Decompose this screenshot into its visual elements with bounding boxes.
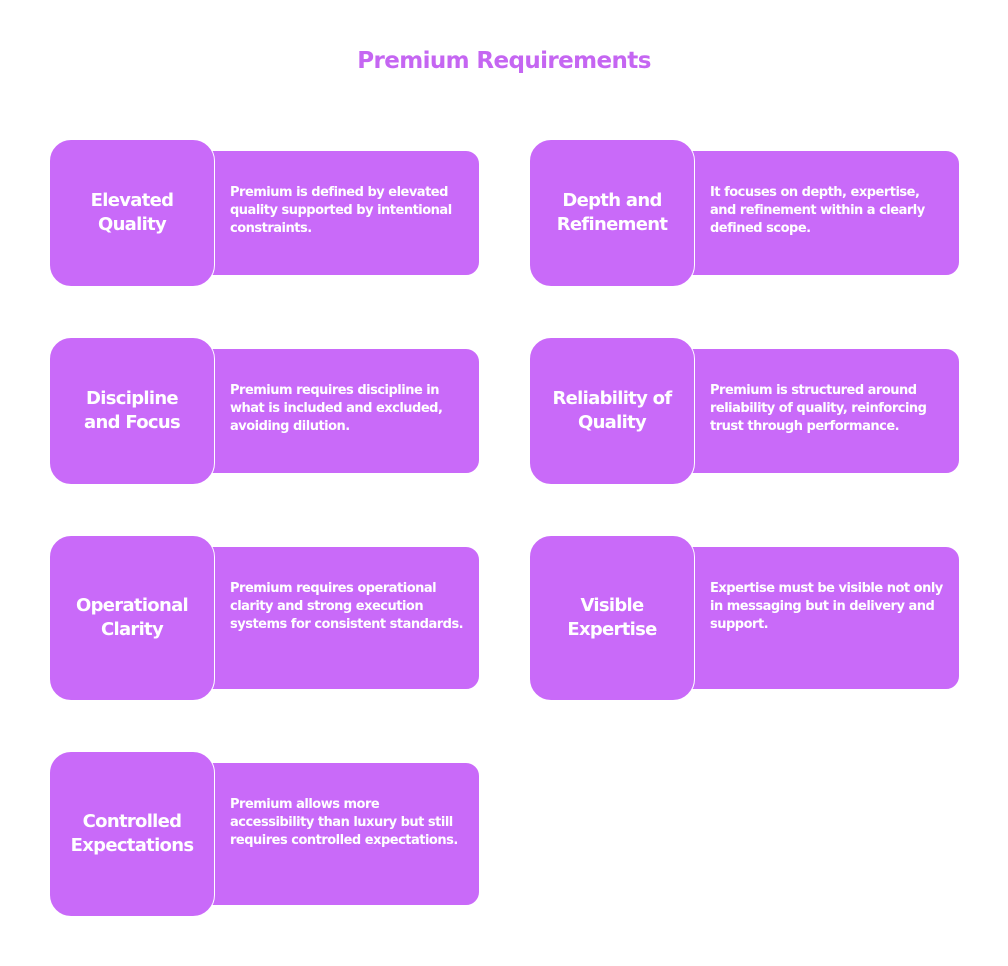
card-title-box: Reliability of Quality (529, 337, 695, 485)
card-elevated-quality: Premium is defined by elevated quality s… (49, 139, 481, 287)
card-description: Premium is structured around reliability… (710, 383, 927, 434)
card-description: Expertise must be visible not only in me… (710, 581, 943, 632)
card-discipline-and-focus: Premium requires discipline in what is i… (49, 337, 481, 485)
card-description-box: Premium requires discipline in what is i… (199, 348, 480, 474)
card-title-box: Controlled Expectations (49, 751, 215, 917)
card-description-box: Premium allows more accessibility than l… (199, 762, 480, 906)
card-title: Visible Expertise (567, 595, 657, 640)
card-title: Reliability of Quality (552, 388, 673, 433)
card-title-box: Operational Clarity (49, 535, 215, 701)
card-description-box: Expertise must be visible not only in me… (679, 546, 960, 690)
card-title: Discipline and Focus (84, 388, 181, 433)
card-title: Elevated Quality (90, 190, 174, 235)
card-description: Premium requires operational clarity and… (230, 581, 464, 632)
card-title-box: Depth and Refinement (529, 139, 695, 287)
card-operational-clarity: Premium requires operational clarity and… (49, 535, 481, 701)
card-title: Depth and Refinement (556, 190, 668, 235)
card-title: Controlled Expectations (70, 811, 194, 856)
card-reliability-of-quality: Premium is structured around reliability… (529, 337, 961, 485)
card-title: Operational Clarity (76, 595, 189, 640)
card-description: Premium allows more accessibility than l… (230, 797, 458, 848)
page-title: Premium Requirements (357, 48, 651, 74)
card-title-box: Elevated Quality (49, 139, 215, 287)
card-description-box: Premium is structured around reliability… (679, 348, 960, 474)
card-description-box: Premium is defined by elevated quality s… (199, 150, 480, 276)
card-visible-expertise: Expertise must be visible not only in me… (529, 535, 961, 701)
card-description-box: It focuses on depth, expertise, and refi… (679, 150, 960, 276)
card-description-box: Premium requires operational clarity and… (199, 546, 480, 690)
card-description: It focuses on depth, expertise, and refi… (710, 185, 925, 236)
card-description: Premium requires discipline in what is i… (230, 383, 443, 434)
card-controlled-expectations: Premium allows more accessibility than l… (49, 751, 481, 917)
card-title-box: Discipline and Focus (49, 337, 215, 485)
card-depth-and-refinement: It focuses on depth, expertise, and refi… (529, 139, 961, 287)
card-title-box: Visible Expertise (529, 535, 695, 701)
card-description: Premium is defined by elevated quality s… (230, 185, 452, 236)
